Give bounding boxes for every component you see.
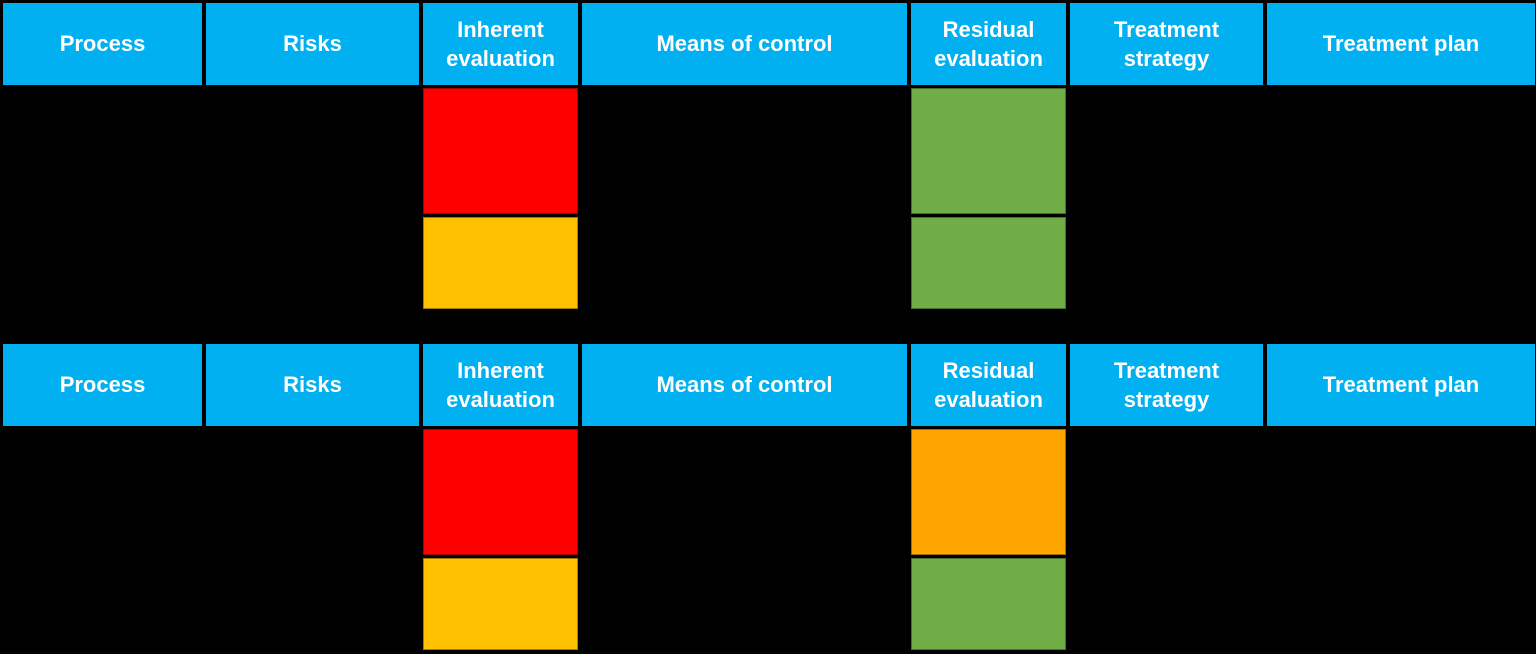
column-header-residual-evaluation: Residual evaluation: [911, 3, 1066, 85]
process-cell: [3, 88, 202, 214]
means-of-control-cell: [582, 217, 907, 309]
means-of-control-cell: [582, 558, 907, 650]
risks-cell: [206, 217, 419, 309]
column-header-treatment-strategy: Treatment strategy: [1070, 3, 1263, 85]
residual-evaluation-level-cell: [911, 558, 1066, 650]
inherent-evaluation-level-cell: [423, 429, 578, 555]
process-cell: [3, 558, 202, 650]
treatment-plan-cell: [1267, 558, 1535, 650]
treatment-plan-cell: [1267, 217, 1535, 309]
residual-evaluation-level-cell: [911, 429, 1066, 555]
column-header-residual-evaluation: Residual evaluation: [911, 344, 1066, 426]
column-header-means-of-control: Means of control: [582, 344, 907, 426]
inherent-evaluation-level-cell: [423, 558, 578, 650]
inherent-evaluation-level-cell: [423, 88, 578, 214]
column-header-process: Process: [3, 3, 202, 85]
column-header-risks: Risks: [206, 344, 419, 426]
column-header-means-of-control: Means of control: [582, 3, 907, 85]
treatment-strategy-cell: [1070, 217, 1263, 309]
inherent-evaluation-level-cell: [423, 217, 578, 309]
column-header-treatment-plan: Treatment plan: [1267, 3, 1535, 85]
treatment-plan-cell: [1267, 88, 1535, 214]
column-header-process: Process: [3, 344, 202, 426]
treatment-strategy-cell: [1070, 558, 1263, 650]
column-header-risks: Risks: [206, 3, 419, 85]
treatment-strategy-cell: [1070, 88, 1263, 214]
risks-cell: [206, 429, 419, 555]
risks-cell: [206, 88, 419, 214]
treatment-plan-cell: [1267, 429, 1535, 555]
process-cell: [3, 217, 202, 309]
means-of-control-cell: [582, 429, 907, 555]
treatment-strategy-cell: [1070, 429, 1263, 555]
column-header-treatment-plan: Treatment plan: [1267, 344, 1535, 426]
residual-evaluation-level-cell: [911, 217, 1066, 309]
residual-evaluation-level-cell: [911, 88, 1066, 214]
risks-cell: [206, 558, 419, 650]
means-of-control-cell: [582, 88, 907, 214]
risk-table-top: Process Risks Inherent evaluation Means …: [3, 3, 1535, 309]
column-header-inherent-evaluation: Inherent evaluation: [423, 3, 578, 85]
column-header-inherent-evaluation: Inherent evaluation: [423, 344, 578, 426]
process-cell: [3, 429, 202, 555]
risk-table-bottom: Process Risks Inherent evaluation Means …: [3, 344, 1535, 650]
column-header-treatment-strategy: Treatment strategy: [1070, 344, 1263, 426]
